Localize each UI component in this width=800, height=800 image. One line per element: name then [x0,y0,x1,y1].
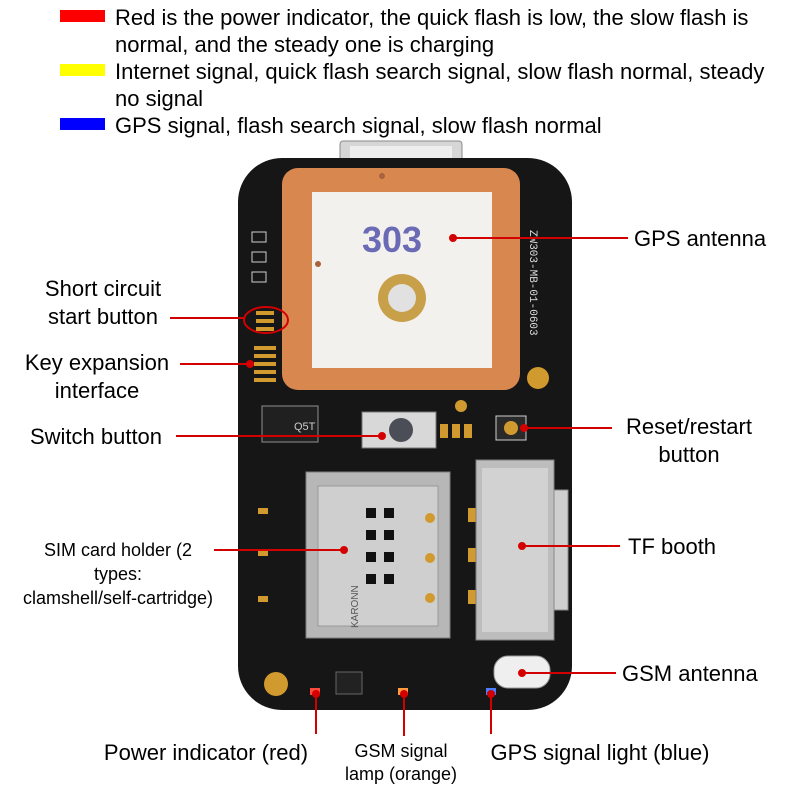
label-switch-button: Switch button [30,424,162,449]
legend-blue: GPS signal, flash search signal, slow fl… [60,112,785,139]
legend-blue-text: GPS signal, flash search signal, slow fl… [115,113,602,138]
label-gps-antenna: GPS antenna [634,226,767,251]
legend-yellow-text: Internet signal, quick flash search sign… [115,59,765,111]
short-circuit-pad [256,319,274,323]
smd-component [468,548,476,562]
leader-dot [518,669,526,677]
leader-dot [340,546,348,554]
short-circuit-pad [256,311,274,315]
label-gsm-lamp-line2: lamp (orange) [345,764,457,784]
gold-via [425,553,435,563]
silkscreen-mark [251,231,267,243]
smd-component [468,590,476,604]
label-short-circuit-line1: Short circuit [45,276,161,301]
sim-brand: KARONN [350,585,361,628]
label-tf-booth: TF booth [628,534,716,559]
legend-yellow: Internet signal, quick flash search sign… [60,58,785,112]
sim-contact [366,574,376,584]
silkscreen-mark [251,251,267,263]
smd-component [258,508,268,514]
smd-component [258,550,268,556]
label-reset-line2: button [658,442,719,467]
sim-contact [366,552,376,562]
smd-component [258,596,268,602]
smd-component [440,424,448,438]
leader-dot [518,542,526,550]
smd-component [452,424,460,438]
legend-red-text: Red is the power indicator, the quick fl… [115,5,749,57]
label-sim-line3: clamshell/self-cartridge) [23,588,213,608]
label-gps-light: GPS signal light (blue) [491,740,710,765]
label-reset-line1: Reset/restart [626,414,752,439]
silkscreen-mark [251,271,267,283]
leader-dot [487,690,495,698]
label-gsm-lamp-line1: GSM signal [354,741,447,761]
label-power-indicator: Power indicator (red) [104,740,308,765]
smd-component [464,424,472,438]
label-short-circuit-line2: start button [48,304,158,329]
leader-dot [312,690,320,698]
legend-red: Red is the power indicator, the quick fl… [60,4,785,58]
sim-contact [384,574,394,584]
sim-card-holder-lid [317,485,439,627]
reset-button[interactable] [504,421,518,435]
key-expansion-pad [254,346,276,350]
antenna-feed-pin-center [388,284,416,312]
short-circuit-pad [256,327,274,331]
gold-via [425,593,435,603]
label-key-expansion-line2: interface [55,378,139,403]
small-ic [335,671,363,695]
gold-via [527,367,549,389]
leader-dot [520,424,528,432]
sim-contact [384,508,394,518]
gold-via [425,513,435,523]
gold-pad [264,672,288,696]
legend-red-swatch [60,10,105,22]
leader-dot [378,432,386,440]
usb-connector-inner [350,146,452,160]
leader-lines [170,234,628,736]
leader-dot [246,360,254,368]
switch-button-knob[interactable] [389,418,413,442]
label-sim-line1: SIM card holder (2 [44,540,192,560]
gold-via [455,400,467,412]
label-key-expansion-line1: Key expansion [25,350,169,375]
sim-contact [384,530,394,540]
leader-dot [449,234,457,242]
label-gsm-antenna: GSM antenna [622,661,759,686]
key-expansion-pad [254,362,276,366]
tf-card-slot-edge [553,489,569,611]
tf-card-slot-face [482,468,548,632]
key-expansion-pad [254,378,276,382]
short-circuit-highlight [243,306,289,334]
legend-blue-swatch [60,118,105,130]
sim-contact [366,508,376,518]
sim-contact [366,530,376,540]
antenna-code: 303 [362,219,422,260]
antenna-mark [379,173,385,179]
sim-contact [384,552,394,562]
label-sim-line2: types: [94,564,142,584]
key-expansion-pad [254,370,276,374]
pcb-code: ZW303-MB-01-0603 [526,230,538,336]
leader-dot [400,690,408,698]
antenna-mark [315,261,321,267]
legend-yellow-swatch [60,64,105,76]
chip-marking: Q5T [294,421,316,433]
smd-component [468,508,476,522]
key-expansion-pad [254,354,276,358]
